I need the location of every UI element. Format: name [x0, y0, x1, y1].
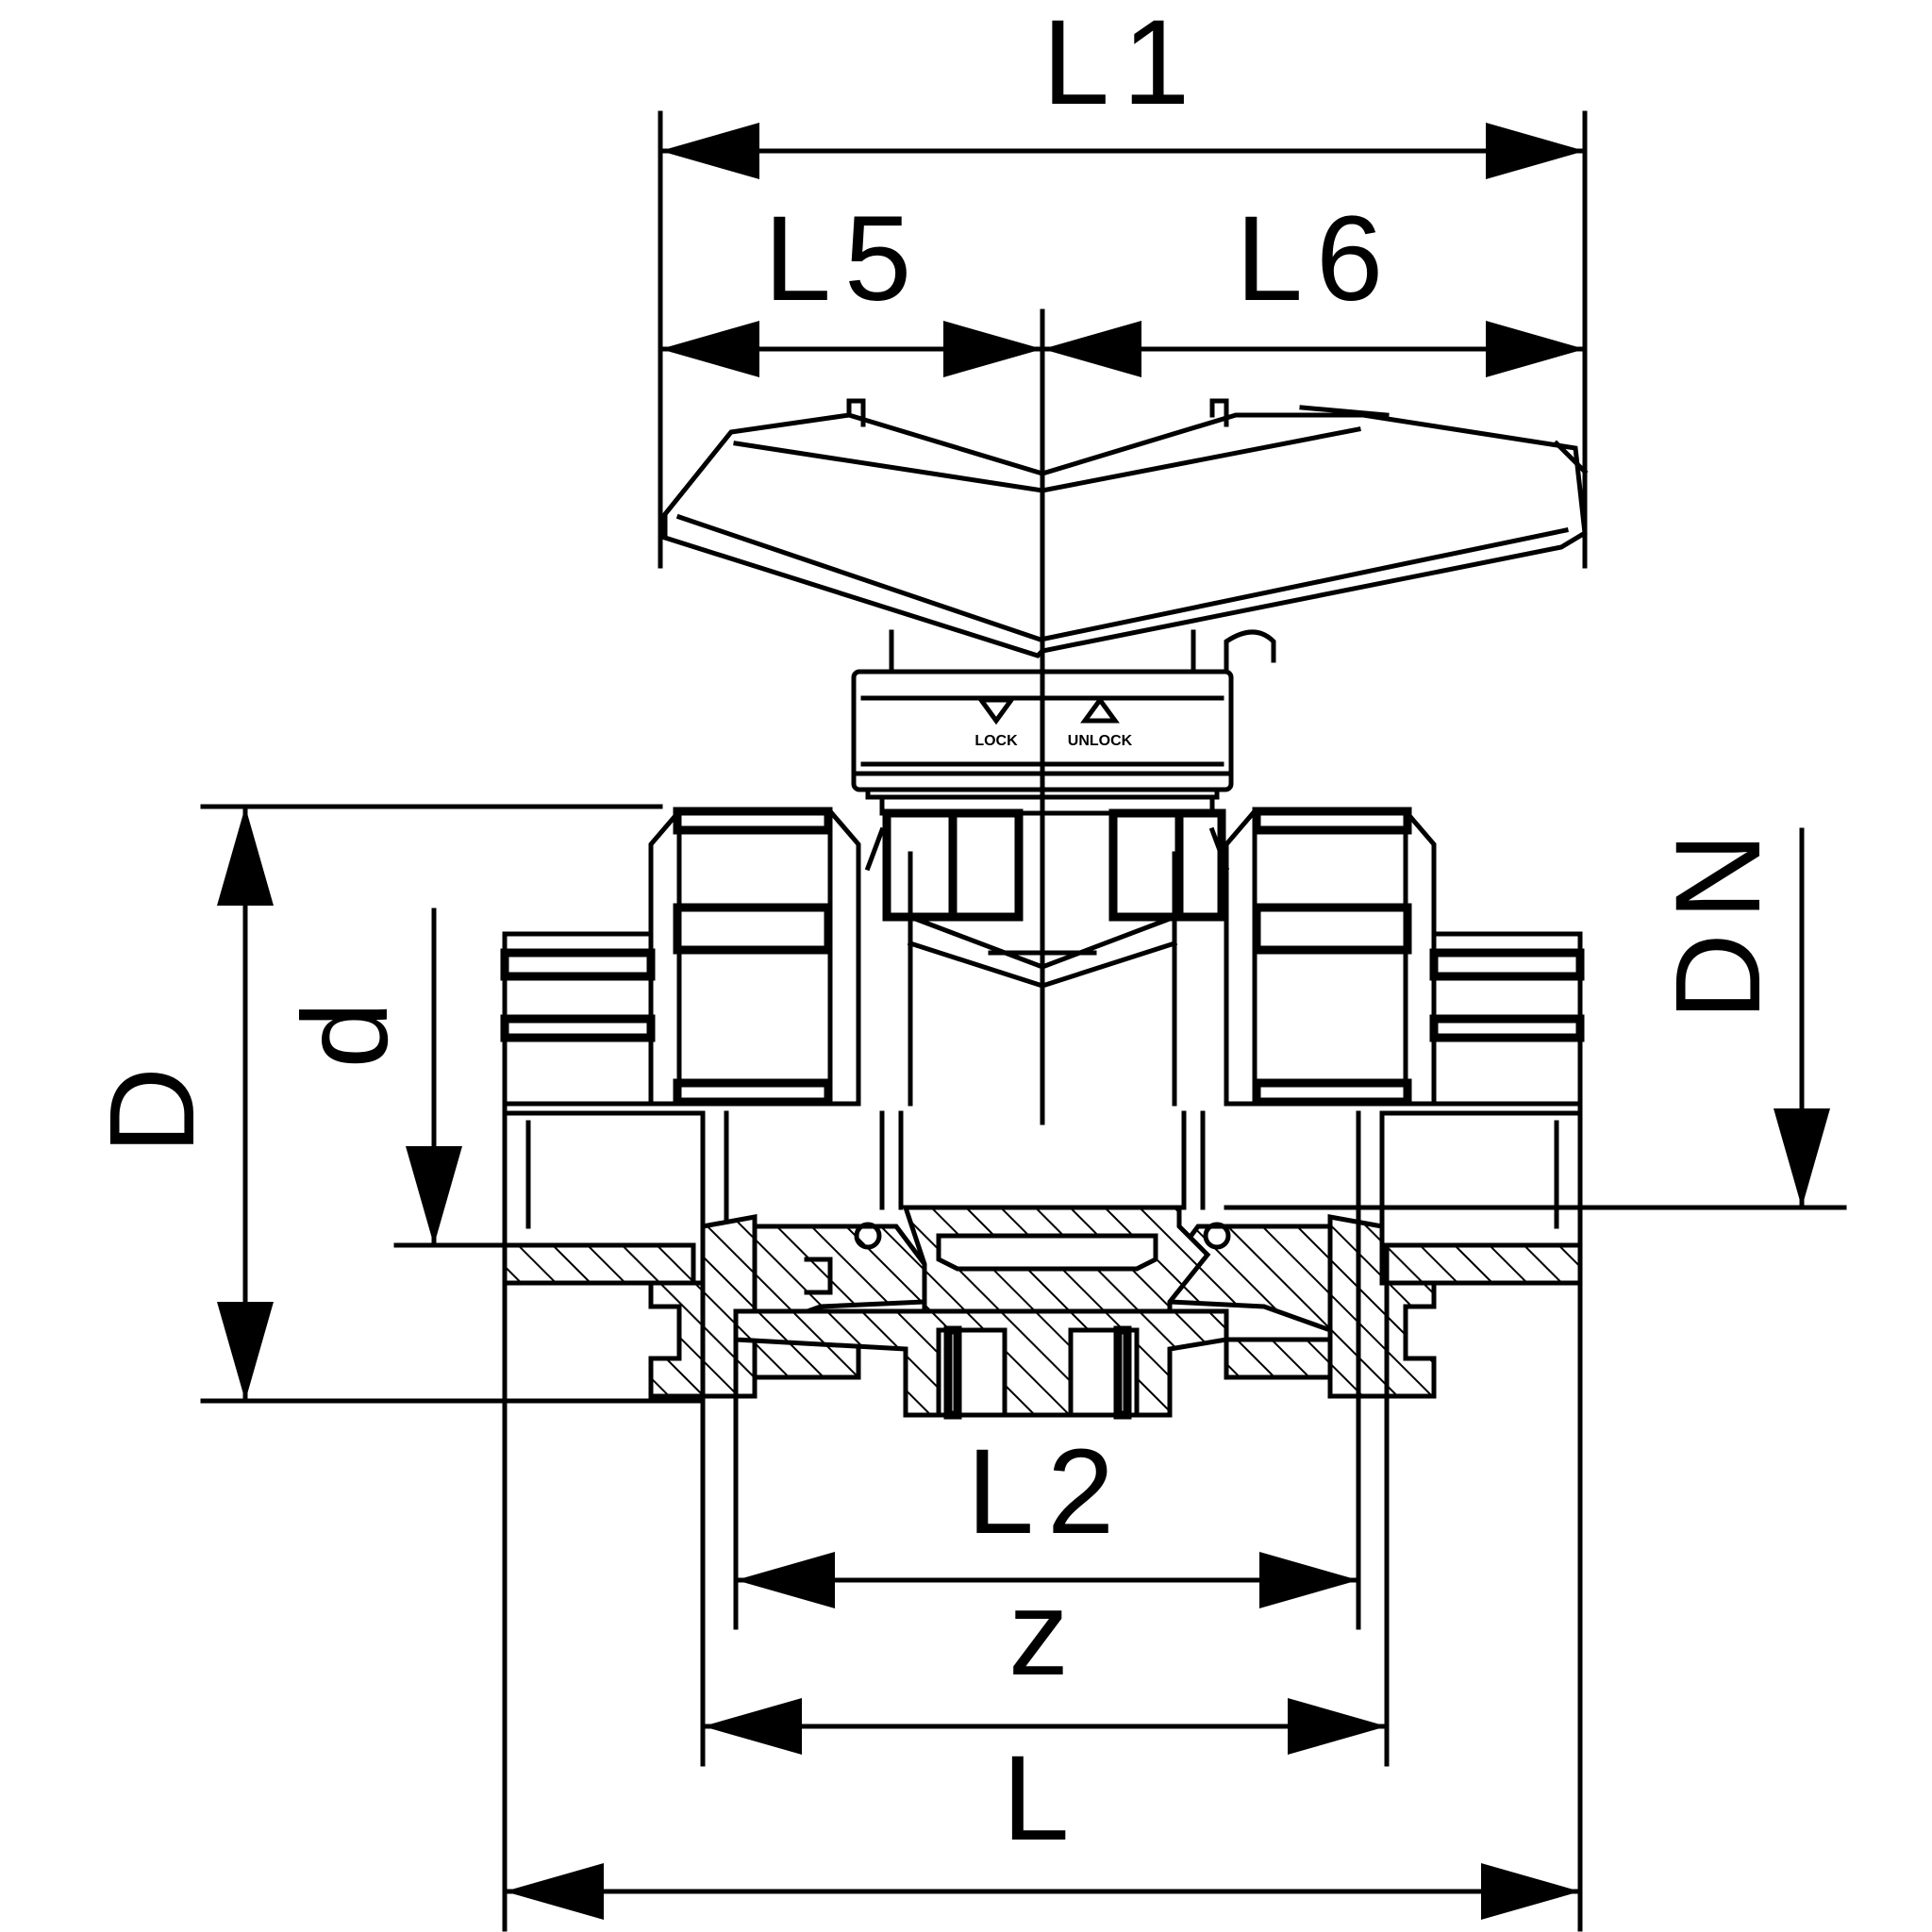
dimension-d-inner: d: [278, 908, 654, 1248]
dimension-d-outer: D: [85, 804, 701, 1404]
lock-triangle-icon: [976, 697, 1016, 725]
label-L: L: [1002, 1731, 1082, 1866]
left-socket-end: [500, 931, 729, 1305]
lock-marking: LOCK: [974, 733, 1018, 749]
unlock-marking: UNLOCK: [1068, 733, 1133, 749]
dimension-dn: DN: [1224, 820, 1847, 1210]
label-l2: L2: [967, 1424, 1127, 1559]
right-union-nut: [1224, 807, 1437, 1107]
dimension-l5: L5: [658, 192, 1045, 377]
dimension-l2: L2: [733, 1224, 1361, 1630]
label-d: d: [278, 988, 413, 1068]
dimension-l6: L6: [1040, 192, 1588, 377]
dimension-z: z: [700, 1224, 1390, 1767]
valve-handle: [662, 398, 1589, 675]
section-view: [502, 1205, 1583, 1420]
dimension-l: L: [502, 1299, 1583, 1932]
valve-stem-carrier: [864, 799, 1230, 1107]
label-z: z: [1008, 1566, 1082, 1701]
label-l5: L5: [764, 192, 924, 326]
unlock-triangle-icon: [1080, 695, 1120, 724]
valve-body: [879, 1110, 1206, 1210]
label-l1: L1: [1042, 0, 1203, 130]
label-D: D: [85, 1054, 220, 1154]
label-DN: DN: [1651, 820, 1786, 1021]
left-union-nut: [648, 807, 861, 1107]
dimension-l1: L1: [658, 0, 1588, 569]
label-l6: L6: [1236, 192, 1396, 326]
